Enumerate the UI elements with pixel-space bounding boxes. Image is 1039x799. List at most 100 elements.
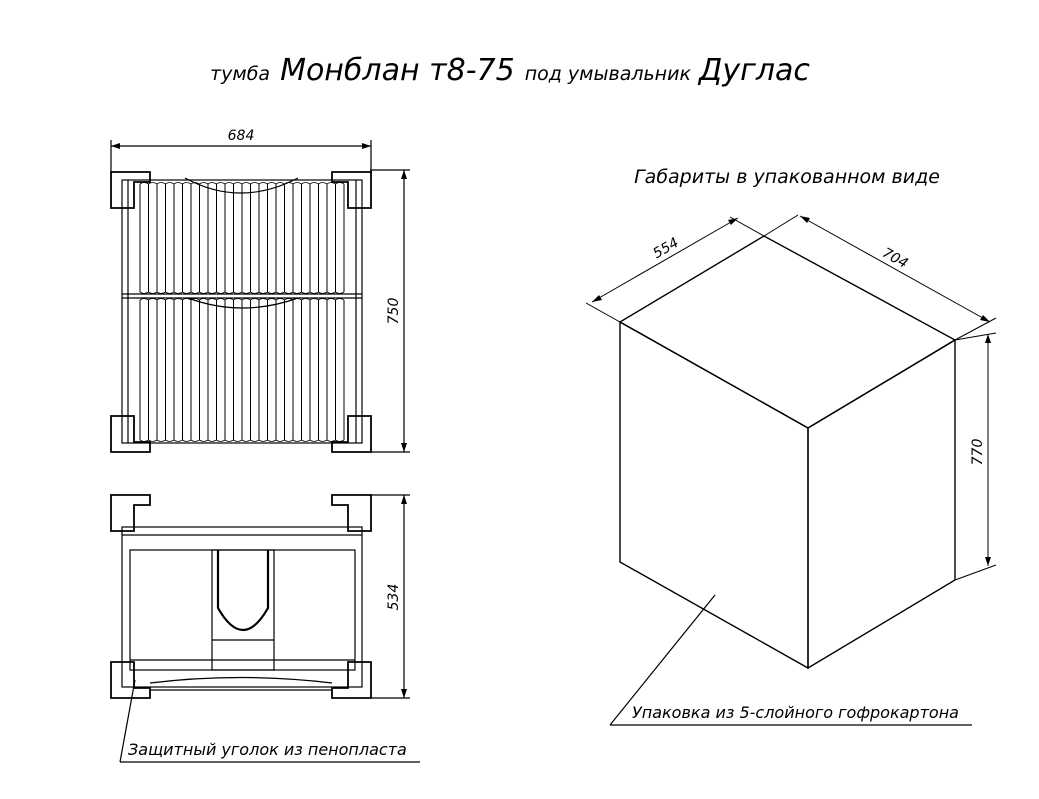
box-height-ext-b bbox=[954, 564, 997, 581]
front-width-arrow-left bbox=[111, 143, 120, 149]
flute-cap bbox=[267, 182, 277, 294]
front-height-value: 750 bbox=[386, 298, 402, 325]
title-sink: Дуглас bbox=[697, 53, 811, 88]
flute-cap bbox=[309, 298, 319, 442]
title-prefix: тумба bbox=[210, 63, 270, 85]
flute-cap bbox=[326, 298, 336, 442]
box-side-face bbox=[807, 338, 956, 670]
drawing-title: тумба Монблан т8-75 под умывальник Дугла… bbox=[210, 53, 810, 88]
flute-cap bbox=[148, 182, 158, 294]
box-height-arrow-top bbox=[985, 334, 991, 343]
title-model: Монблан т8-75 bbox=[280, 53, 515, 88]
box-height-ext-a bbox=[954, 332, 997, 341]
flute-cap bbox=[165, 298, 175, 442]
top-inner-frame bbox=[129, 549, 356, 671]
flute-cap bbox=[156, 182, 166, 294]
flute-cap bbox=[284, 298, 294, 442]
foam-corner-front-tl bbox=[110, 171, 151, 209]
top-siphon-cutout bbox=[216, 550, 270, 632]
flute-cap bbox=[267, 298, 277, 442]
box-front-face bbox=[619, 320, 809, 670]
packaged-caption: Габариты в упакованном виде bbox=[634, 166, 940, 188]
flute-cap bbox=[224, 182, 234, 294]
top-front-edge bbox=[149, 676, 333, 684]
box-width-ext-a bbox=[763, 214, 799, 237]
flute-cap bbox=[292, 298, 302, 442]
flute-cap bbox=[318, 182, 328, 294]
flute-cap bbox=[165, 182, 175, 294]
front-cabinet-body bbox=[121, 179, 363, 444]
top-cabinet-body bbox=[121, 526, 363, 688]
foam-corner-front-tr bbox=[331, 171, 372, 209]
flute-cap bbox=[224, 298, 234, 442]
front-view: 684 750 bbox=[110, 128, 410, 453]
flute-cap bbox=[190, 182, 200, 294]
box-width-arrow-b bbox=[980, 315, 990, 322]
flute-cap bbox=[301, 298, 311, 442]
packaging-label: Упаковка из 5-слойного гофрокартона bbox=[632, 703, 959, 722]
top-depth-value: 534 bbox=[386, 584, 402, 611]
foam-corner-leader bbox=[119, 679, 136, 763]
flute-cap bbox=[216, 298, 226, 442]
flute-cap bbox=[156, 298, 166, 442]
front-height-arrow-top bbox=[401, 170, 407, 179]
flute-cap bbox=[284, 182, 294, 294]
flute-cap bbox=[139, 298, 149, 442]
box-width-dim-line bbox=[799, 215, 991, 323]
title-middle: под умывальник bbox=[525, 63, 692, 85]
flute-cap bbox=[233, 182, 243, 294]
flute-cap bbox=[233, 298, 243, 442]
flute-cap bbox=[318, 298, 328, 442]
flute-cap bbox=[182, 298, 192, 442]
foam-corner-top-tr bbox=[331, 494, 372, 532]
box-width-value: 704 bbox=[879, 245, 910, 272]
flute-cap bbox=[148, 298, 158, 442]
box-depth-arrow-b bbox=[728, 218, 738, 225]
box-width-arrow-a bbox=[800, 216, 810, 223]
flute-cap bbox=[275, 182, 285, 294]
box-height-value: 770 bbox=[970, 439, 986, 466]
foam-corner-label: Защитный уголок из пенопласта bbox=[128, 740, 407, 759]
flute-cap bbox=[335, 182, 345, 294]
top-siphon-frame bbox=[211, 549, 275, 671]
foam-corner-top-br bbox=[331, 661, 372, 699]
flute-cap bbox=[335, 298, 345, 442]
packaged-box: 554 704 770 bbox=[585, 214, 997, 670]
top-view: 534 bbox=[110, 494, 410, 699]
packaging-leader bbox=[609, 594, 716, 726]
box-height-arrow-bottom bbox=[985, 557, 991, 566]
foam-corner-front-bl bbox=[110, 415, 151, 453]
flute-cap bbox=[182, 182, 192, 294]
box-depth-ext-a bbox=[585, 302, 621, 323]
top-depth-arrow-bottom bbox=[401, 689, 407, 698]
flute-cap bbox=[301, 182, 311, 294]
flute-cap bbox=[275, 298, 285, 442]
flute-cap bbox=[173, 298, 183, 442]
flute-cap bbox=[207, 182, 217, 294]
flute-cap bbox=[216, 182, 226, 294]
flute-cap bbox=[292, 182, 302, 294]
box-depth-arrow-a bbox=[592, 295, 602, 302]
flute-cap bbox=[250, 182, 260, 294]
flute-cap bbox=[250, 298, 260, 442]
foam-corner-front-br bbox=[331, 415, 372, 453]
flute-cap bbox=[207, 298, 217, 442]
box-depth-value: 554 bbox=[650, 235, 681, 262]
front-width-arrow-right bbox=[362, 143, 371, 149]
front-width-value: 684 bbox=[228, 128, 255, 144]
box-depth-dim-line bbox=[591, 217, 739, 303]
flute-cap bbox=[190, 298, 200, 442]
flute-cap bbox=[309, 182, 319, 294]
top-depth-arrow-top bbox=[401, 495, 407, 504]
flute-cap bbox=[326, 182, 336, 294]
flute-cap bbox=[199, 182, 209, 294]
flute-cap bbox=[241, 298, 251, 442]
flute-cap bbox=[139, 182, 149, 294]
foam-corner-top-tl bbox=[110, 494, 151, 532]
front-height-arrow-bottom bbox=[401, 443, 407, 452]
flute-cap bbox=[173, 182, 183, 294]
flute-cap bbox=[199, 298, 209, 442]
front-fluting bbox=[139, 182, 345, 442]
flute-cap bbox=[258, 298, 268, 442]
